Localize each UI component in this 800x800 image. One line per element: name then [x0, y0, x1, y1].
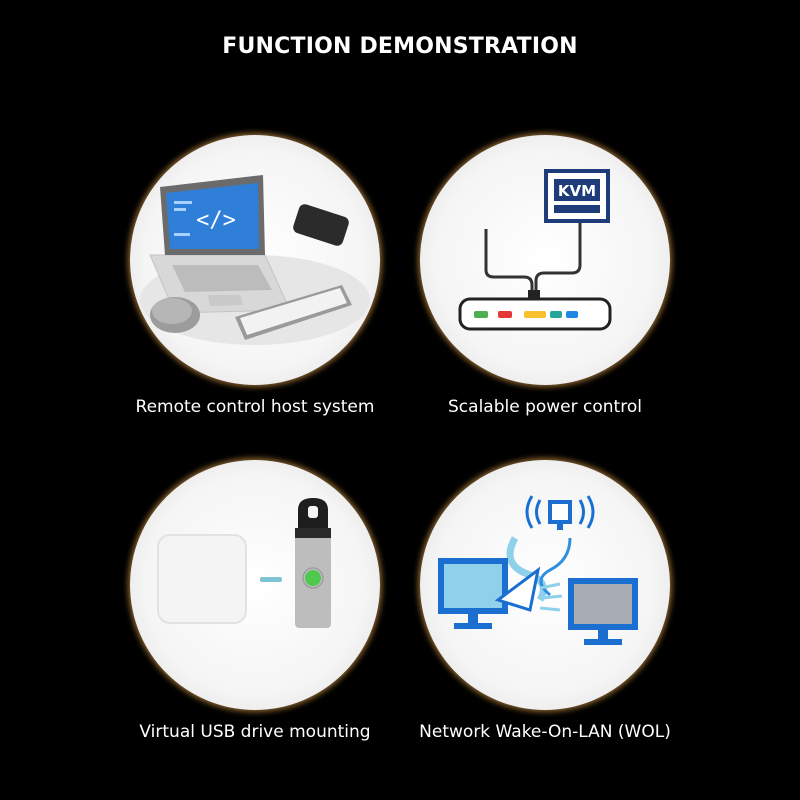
code-glyph: </> — [196, 208, 236, 233]
feature-caption: Virtual USB drive mounting — [139, 722, 371, 742]
feature-circle — [420, 460, 670, 710]
page-title: FUNCTION DEMONSTRATION — [222, 34, 578, 59]
feature-caption: Remote control host system — [135, 397, 375, 417]
kvm-power-strip-icon: KVM — [458, 169, 612, 331]
feature-virtual-usb: Virtual USB drive mounting — [80, 455, 440, 785]
feature-circle: KVM — [420, 135, 670, 385]
wake-on-lan-icon — [438, 495, 638, 645]
feature-caption: Scalable power control — [448, 397, 642, 417]
feature-power-control: KVM Scalable power control — [370, 130, 730, 460]
feature-caption: Network Wake-On-LAN (WOL) — [419, 722, 671, 742]
kvm-badge-text: KVM — [558, 182, 596, 200]
feature-remote-control: </> Remote control host system — [80, 130, 440, 460]
laptop-keyboard-mouse-phone-icon: </> — [140, 175, 370, 345]
usb-drive-icon — [157, 498, 331, 628]
feature-wake-on-lan: Network Wake-On-LAN (WOL) — [370, 455, 730, 785]
feature-circle: </> — [130, 135, 380, 385]
feature-circle — [130, 460, 380, 710]
